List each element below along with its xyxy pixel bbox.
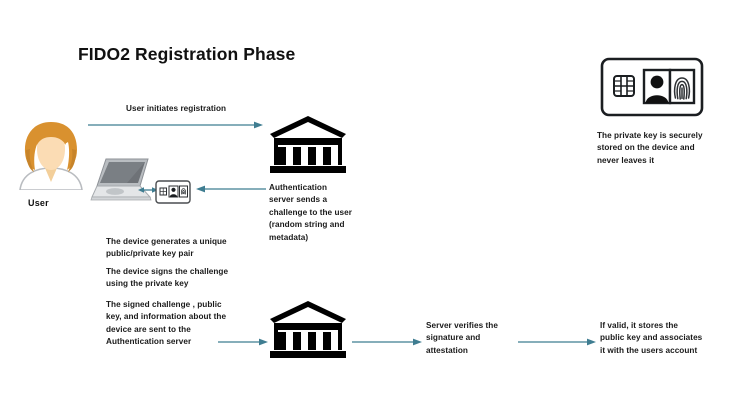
bank-building-icon-bottom: [268, 299, 348, 361]
arrow-bidirectional-icon: [138, 185, 158, 195]
chip-icon: [613, 75, 635, 97]
arrow-verification-to-storage: [518, 337, 596, 347]
smartcard-large-icon: [600, 57, 704, 117]
label-user-initiates-registration: User initiates registration: [126, 104, 227, 113]
arrow-server-to-verification: [352, 337, 422, 347]
person-photo-icon: [642, 68, 672, 105]
note-private-key-stored-on-device: The private key is securely stored on th…: [597, 131, 703, 165]
arrow-signed-challenge-to-server: [218, 337, 268, 347]
arrow-user-initiates-registration: [88, 120, 263, 130]
arrow-challenge-to-device: [196, 184, 266, 194]
note-signed-challenge-sent: The signed challenge , public key, and i…: [106, 300, 227, 347]
note-device-generates-keypair: The device generates a unique public/pri…: [106, 237, 227, 259]
page-title: FIDO2 Registration Phase: [78, 44, 296, 64]
user-avatar-icon: [12, 118, 90, 191]
note-server-verifies-signature: Server verifies the signature and attest…: [426, 321, 498, 355]
smartcard-token-icon: [155, 180, 191, 204]
fingerprint-icon: [668, 68, 696, 105]
laptop-icon: [88, 156, 160, 202]
note-device-signs-challenge: The device signs the challenge using the…: [106, 267, 229, 289]
bank-building-icon-top: [268, 114, 348, 176]
note-authentication-server-challenge: Authentication server sends a challenge …: [269, 183, 352, 242]
note-stores-public-key: If valid, it stores the public key and a…: [600, 321, 703, 355]
user-label: User: [28, 198, 49, 208]
